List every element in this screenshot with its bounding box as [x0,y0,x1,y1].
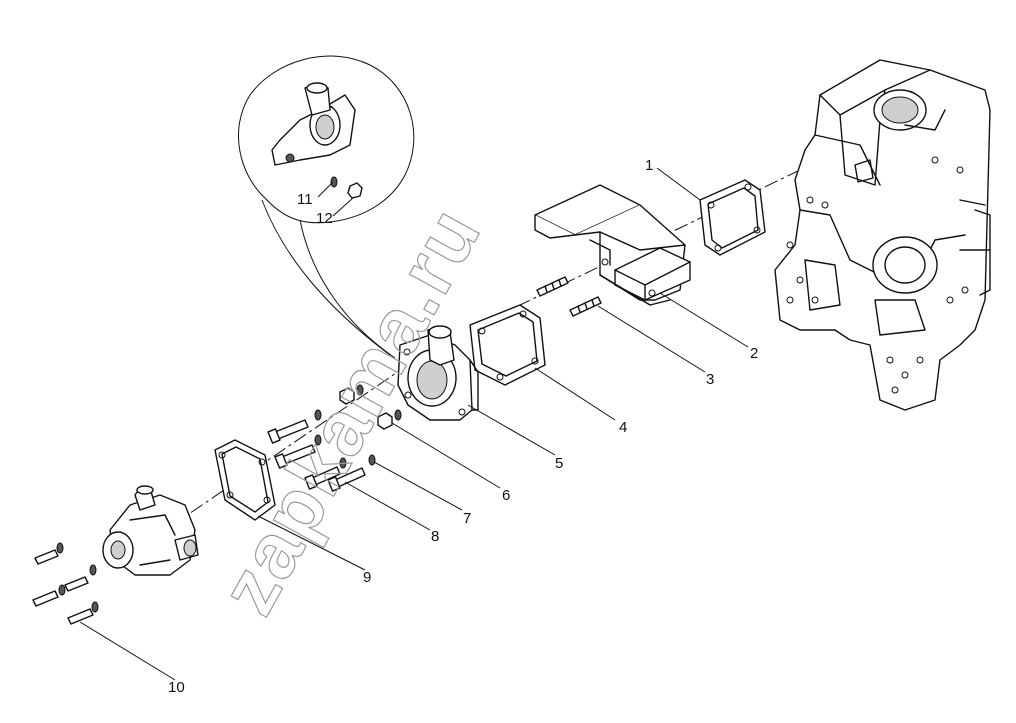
part-1-gasket [699,179,766,256]
callout-6: 6 [502,487,510,504]
leader-lines [79,167,749,681]
part-5-housing [397,325,479,421]
callout-4: 4 [619,419,627,436]
engine-block [774,59,991,411]
callout-11: 11 [297,191,313,208]
callout-3: 3 [706,371,714,388]
water-pump [102,485,199,576]
part-3-studs [536,276,602,317]
callout-9: 9 [363,569,371,586]
callout-1: 1 [645,157,653,174]
fasteners-group [267,384,402,492]
part-9-gasket [214,439,276,521]
part-10-bolts [32,542,99,625]
part-2-bracket [534,184,691,306]
callout-12: 12 [316,210,333,227]
callout-2: 2 [750,345,758,362]
part-4-gasket [469,304,546,386]
callout-10: 10 [168,679,185,696]
callout-labels: 1 2 3 4 5 6 7 8 9 10 11 12 [168,157,758,696]
detail-balloon [238,55,415,359]
callout-8: 8 [431,528,439,545]
callout-7: 7 [463,510,471,527]
callout-5: 5 [555,455,563,472]
